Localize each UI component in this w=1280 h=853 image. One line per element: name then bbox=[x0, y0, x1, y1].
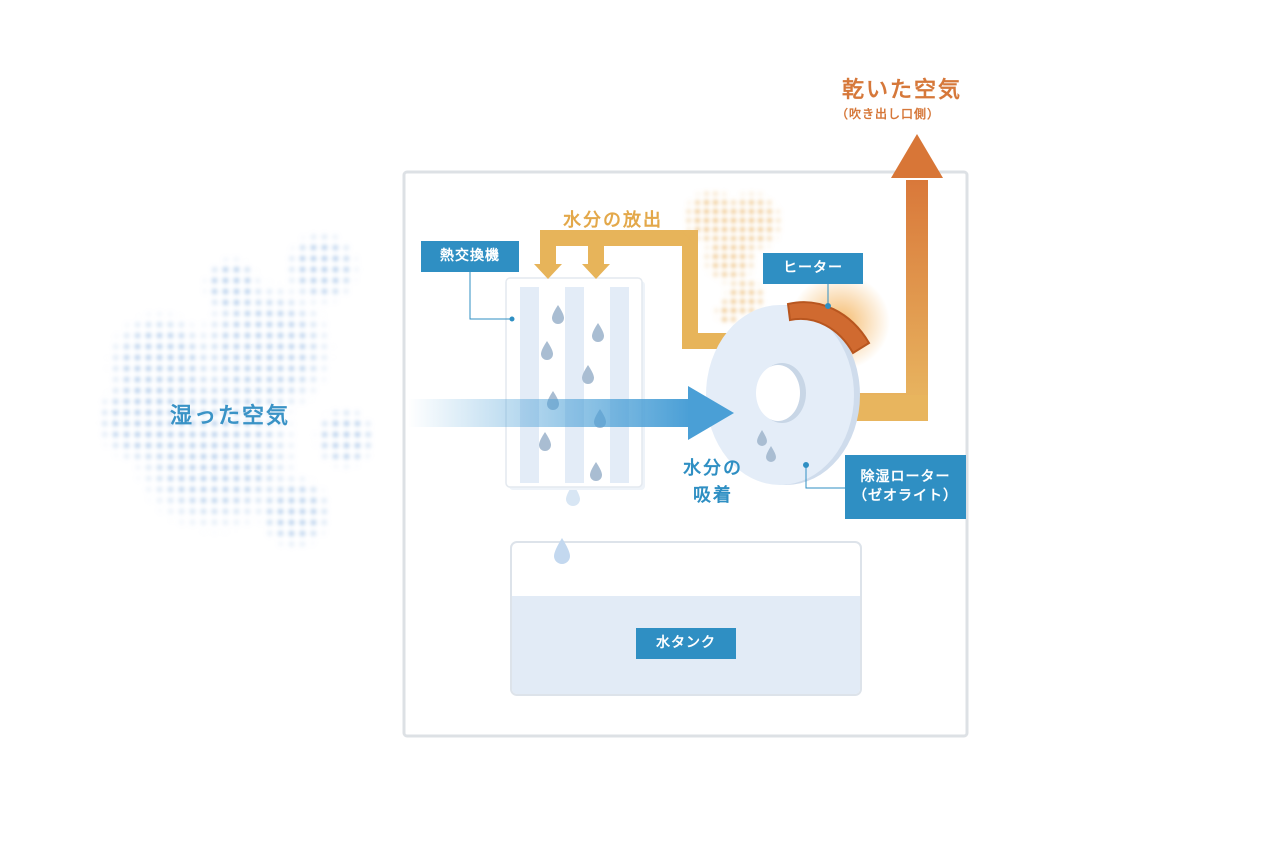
arrow-up-icon bbox=[891, 134, 943, 178]
rotor-label: 除湿ローター （ゼオライト） bbox=[845, 455, 966, 519]
arrow-down-icon bbox=[582, 264, 610, 279]
water-tank bbox=[510, 541, 862, 696]
humid-air-cloud bbox=[95, 230, 377, 550]
heat-exchanger-label: 熱交換機 bbox=[421, 241, 519, 272]
water-tank-label: 水タンク bbox=[636, 628, 736, 659]
adsorption-label-line1: 水分の bbox=[683, 458, 743, 479]
adsorption-label-line2: 吸着 bbox=[693, 485, 733, 506]
humid-air-label: 湿った空気 bbox=[170, 404, 291, 429]
dry-air-arrow bbox=[855, 134, 943, 421]
adsorption-label: 水分の 吸着 bbox=[676, 455, 750, 509]
heater-element bbox=[786, 301, 871, 355]
water-drop-icon bbox=[566, 484, 580, 506]
arrow-right-icon bbox=[688, 386, 734, 440]
dry-air-label: 乾いた空気 bbox=[842, 78, 963, 103]
dry-air-sublabel: （吹き出し口側） bbox=[836, 107, 941, 121]
heater-label: ヒーター bbox=[763, 253, 863, 284]
rotor-label-line2: （ゼオライト） bbox=[853, 488, 958, 504]
heat-exchanger bbox=[505, 277, 645, 490]
humid-air-arrow bbox=[408, 386, 734, 440]
arrow-down-icon bbox=[534, 264, 562, 279]
moisture-release-label: 水分の放出 bbox=[563, 210, 663, 231]
rotor-label-line1: 除湿ローター bbox=[860, 469, 951, 486]
leader-lines bbox=[469, 272, 845, 489]
dehumidifying-rotor bbox=[706, 305, 860, 485]
warm-steam-cloud bbox=[682, 188, 784, 326]
water-drop-icon bbox=[554, 538, 570, 564]
